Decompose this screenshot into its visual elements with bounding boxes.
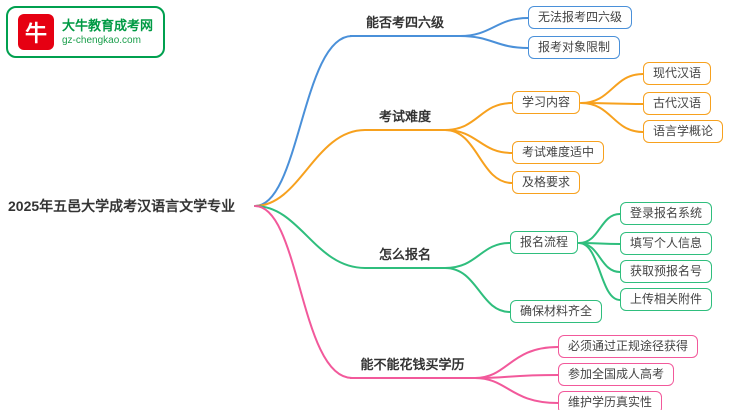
leaf-node: 上传相关附件 xyxy=(620,288,713,311)
leaf-node: 学习内容 xyxy=(512,91,581,114)
connector-branch2-gchild0 xyxy=(578,213,621,244)
connector-branch1-gchild0 xyxy=(580,73,644,104)
leaf-node: 参加全国成人高考 xyxy=(558,363,675,386)
logo-title: 大牛教育成考网 xyxy=(62,18,154,33)
connector-branch1-child1 xyxy=(444,129,513,154)
leaf-node: 及格要求 xyxy=(512,171,581,194)
connector-branch3-child0 xyxy=(474,346,559,379)
connector-branch2-gchild3 xyxy=(578,242,621,301)
logo-bull-icon: 牛 xyxy=(18,14,54,50)
branch-node-2: 怎么报名 xyxy=(365,247,445,269)
logo-text-block: 大牛教育成考网 gz-chengkao.com xyxy=(62,17,153,47)
site-logo: 牛 大牛教育成考网 gz-chengkao.com xyxy=(6,6,166,58)
connector-branch1-child2 xyxy=(444,129,513,184)
logo-domain: gz-chengkao.com xyxy=(62,35,141,46)
connector-branch0-child1 xyxy=(459,35,529,49)
leaf-node: 现代汉语 xyxy=(643,62,712,85)
leaf-node: 维护学历真实性 xyxy=(558,391,663,410)
branch-node-0: 能否考四六级 xyxy=(350,15,460,37)
connector-branch1-child0 xyxy=(444,102,513,131)
branch-node-1: 考试难度 xyxy=(365,109,445,131)
connector-branch2-child1 xyxy=(444,267,511,313)
connector-branch1-gchild2 xyxy=(580,102,644,133)
leaf-node: 无法报考四六级 xyxy=(528,6,633,29)
connector-root-branch1 xyxy=(254,129,366,207)
leaf-node: 语言学概论 xyxy=(643,120,724,143)
leaf-node: 古代汉语 xyxy=(643,92,712,115)
connector-branch3-child2 xyxy=(474,377,559,404)
connector-branch0-child0 xyxy=(459,17,529,37)
leaf-node: 获取预报名号 xyxy=(620,260,713,283)
leaf-node: 报考对象限制 xyxy=(528,36,621,59)
leaf-node: 填写个人信息 xyxy=(620,232,713,255)
connector-root-branch2 xyxy=(254,205,366,269)
leaf-node: 报名流程 xyxy=(510,231,579,254)
root-node: 2025年五邑大学成考汉语言文学专业 xyxy=(8,198,236,214)
branch-node-3: 能不能花钱买学历 xyxy=(350,357,475,379)
connector-root-branch3 xyxy=(254,205,353,379)
leaf-node: 考试难度适中 xyxy=(512,141,605,164)
connector-branch2-child0 xyxy=(444,242,511,269)
leaf-node: 确保材料齐全 xyxy=(510,300,603,323)
connector-root-branch0 xyxy=(254,35,353,207)
leaf-node: 必须通过正规途径获得 xyxy=(558,335,699,358)
leaf-node: 登录报名系统 xyxy=(620,202,713,225)
